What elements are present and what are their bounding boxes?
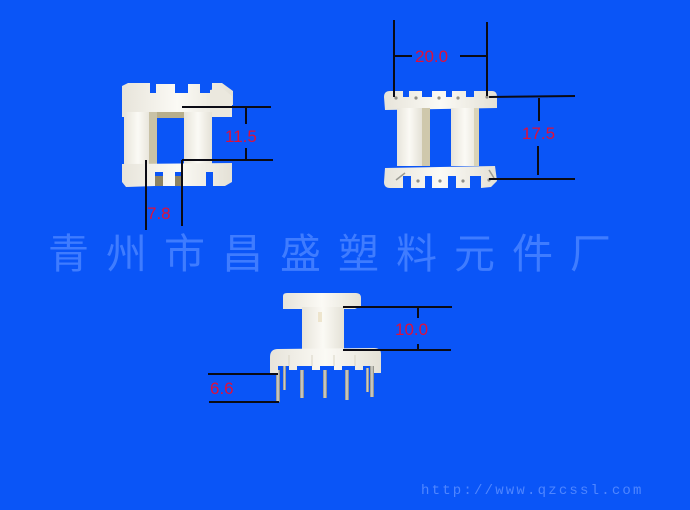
bobbin-top-view (384, 91, 497, 188)
dimension-label-11-5: 11.5 (225, 127, 257, 146)
dimension-label-20-0: 20.0 (415, 47, 449, 66)
dimension-label-10-0: 10.0 (395, 320, 429, 339)
dimension-label-6-6: 6.6 (210, 379, 234, 398)
leader-lines-front (145, 106, 273, 230)
leader-lines-side (208, 306, 452, 403)
bobbin-front-view (122, 83, 233, 187)
bobbin-side-view (270, 293, 381, 402)
website-url: http://www.qzcssl.com (421, 483, 644, 499)
dimension-label-7-8: 7.8 (147, 204, 171, 223)
company-watermark: 青州市昌盛塑料元件厂 (48, 230, 628, 278)
dimension-label-17-5: 17.5 (522, 124, 556, 143)
leader-lines-top (393, 20, 576, 180)
